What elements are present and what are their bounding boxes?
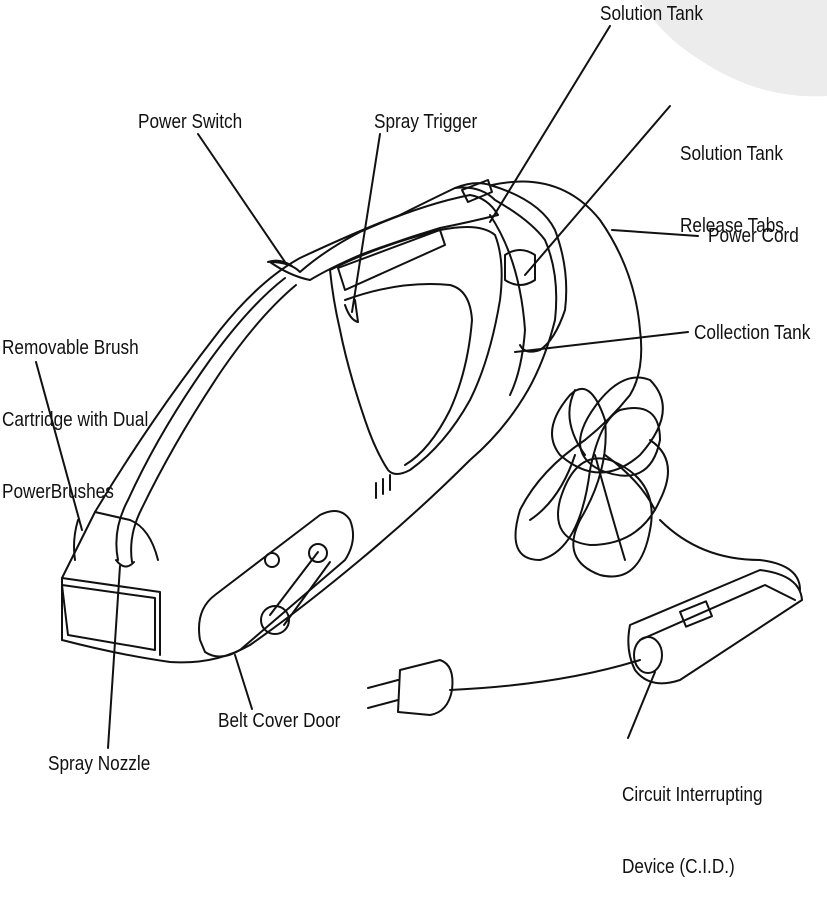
corner-shade: [640, 0, 827, 97]
release-tab: [504, 249, 536, 286]
label-collection-tank: Collection Tank: [694, 322, 811, 344]
leader-solution-tank: [489, 25, 611, 223]
cid-button: [679, 600, 713, 628]
leader-spray-trigger: [351, 133, 381, 313]
label-spray-trigger: Spray Trigger: [374, 111, 478, 133]
label-cid: Circuit Interrupting Device (C.I.D.): [622, 735, 763, 903]
cord-coil: [514, 376, 669, 578]
brush-cartridge: [61, 511, 161, 656]
side-vents: [375, 474, 391, 499]
belt-pulley-large: [260, 605, 290, 635]
label-solution-tank: Solution Tank: [600, 3, 703, 25]
label-power-switch: Power Switch: [138, 111, 243, 133]
label-brush-cartridge: Removable Brush Cartridge with Dual Powe…: [2, 288, 148, 528]
label-brush-line1: Removable Brush: [2, 337, 139, 359]
cid-face: [639, 584, 796, 641]
belt: [269, 551, 331, 626]
handle: [269, 194, 499, 281]
label-release-tabs-line1: Solution Tank: [680, 143, 783, 165]
label-brush-line2: Cartridge with Dual: [2, 409, 149, 431]
trigger-slot: [337, 229, 446, 323]
diagram-canvas: Solution Tank Power Switch Spray Trigger…: [2, 0, 827, 878]
leader-cid: [627, 671, 656, 739]
belt-cover-door: [198, 510, 355, 658]
cord-coil-inner: [529, 389, 656, 561]
cord-to-cid: [659, 519, 801, 591]
leader-collection-tank: [514, 331, 689, 353]
label-belt-cover-door: Belt Cover Door: [218, 710, 341, 732]
power-cord: [491, 180, 643, 441]
plug-cord: [449, 659, 641, 691]
label-release-tabs: Solution Tank Release Tabs: [680, 94, 784, 262]
spray-hose: [115, 277, 297, 563]
cord-strain-relief: [461, 179, 493, 203]
label-cid-line2: Device (C.I.D.): [622, 856, 735, 878]
label-brush-line3: PowerBrushes: [2, 481, 114, 503]
collection-window: [329, 225, 503, 475]
leader-brush: [35, 361, 83, 531]
collection-tank-edge: [489, 214, 526, 396]
cid-end-cap: [633, 636, 663, 674]
label-spray-nozzle: Spray Nozzle: [48, 753, 151, 775]
leader-belt-cover: [234, 654, 253, 710]
hose-end: [115, 559, 135, 568]
window-inner: [344, 283, 473, 466]
cid-box: [627, 569, 803, 685]
leader-power-cord: [611, 229, 699, 237]
leader-power-switch: [197, 133, 286, 263]
plug-body: [397, 659, 454, 716]
belt-pulley-small: [308, 543, 328, 563]
plug-prongs: [367, 679, 399, 709]
label-cid-line1: Circuit Interrupting: [622, 784, 763, 806]
brush-front-face: [61, 584, 156, 651]
label-release-tabs-line2: Release Tabs: [680, 215, 784, 237]
label-power-cord: Power Cord: [708, 225, 799, 247]
leader-spray-nozzle: [107, 565, 121, 749]
power-switch-cap: [267, 259, 293, 267]
belt-axle: [264, 552, 280, 568]
leader-release-tabs: [524, 105, 671, 276]
cleaner-illustration: [35, 0, 827, 749]
